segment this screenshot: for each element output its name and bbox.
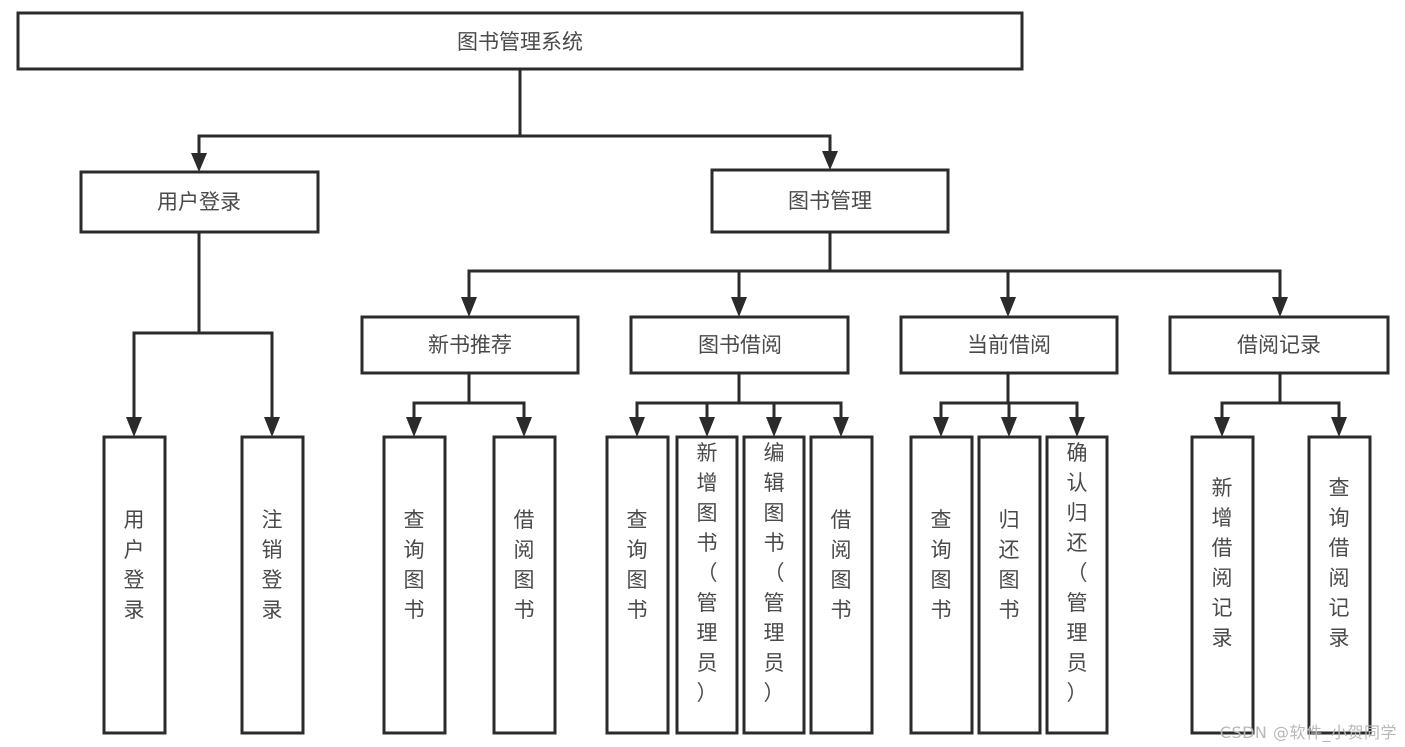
leaf-book-borrow-borrow[interactable]: 借阅图书 [809, 435, 874, 735]
leaf-book-borrow-edit[interactable]: 编辑图书（管理员） [742, 435, 806, 735]
csdn-watermark: CSDN @软件_小贺同学 [1219, 723, 1397, 742]
connector-new-book-to-leaves [406, 371, 532, 437]
leaf-borrow-record-query[interactable]: 查询借阅记录 [1307, 435, 1372, 735]
node-user-login[interactable]: 用户登录 [79, 170, 320, 234]
connector-book-borrow-to-leaves [629, 371, 849, 437]
leaf-book-borrow-borrow-label: 借阅图书 [831, 508, 852, 622]
node-current-borrow-label: 当前借阅 [967, 333, 1051, 357]
leaf-borrow-record-add[interactable]: 新增借阅记录 [1190, 435, 1255, 735]
leaf-user-login-logout[interactable]: 注销登录 [240, 435, 305, 735]
node-root-label: 图书管理系统 [457, 30, 583, 54]
leaf-new-book-borrow-label: 借阅图书 [514, 508, 535, 622]
leaf-current-borrow-confirm[interactable]: 确认归还（管理员） [1045, 435, 1109, 735]
leaf-book-borrow-add[interactable]: 新增图书（管理员） [675, 435, 739, 735]
leaf-current-borrow-query[interactable]: 查询图书 [909, 435, 974, 735]
connector-book-mgmt-to-level3 [461, 230, 1288, 317]
leaf-user-login-logout-label: 注销登录 [262, 508, 283, 622]
node-book-borrow[interactable]: 图书借阅 [629, 315, 850, 375]
node-book-borrow-label: 图书借阅 [698, 333, 782, 357]
connector-user-login-to-leaves [126, 230, 280, 437]
node-borrow-record[interactable]: 借阅记录 [1168, 315, 1390, 375]
node-root[interactable]: 图书管理系统 [16, 11, 1024, 71]
leaf-current-borrow-query-label: 查询图书 [931, 508, 952, 622]
leaf-book-borrow-edit-label: 编辑图书（管理员） [764, 441, 785, 705]
node-book-management[interactable]: 图书管理 [710, 168, 950, 234]
leaf-new-book-query-label: 查询图书 [404, 508, 425, 622]
node-book-management-label: 图书管理 [788, 189, 872, 213]
connector-borrow-record-to-leaves [1214, 371, 1347, 437]
leaf-user-login-login-label: 用户登录 [124, 508, 145, 622]
node-borrow-record-label: 借阅记录 [1237, 333, 1321, 357]
connector-root-to-level2 [191, 67, 838, 172]
leaf-new-book-borrow[interactable]: 借阅图书 [492, 435, 557, 735]
leaf-book-borrow-add-label: 新增图书（管理员） [697, 441, 718, 705]
leaf-current-borrow-confirm-label: 确认归还（管理员） [1067, 441, 1088, 705]
leaf-current-borrow-return[interactable]: 归还图书 [977, 435, 1042, 735]
node-new-book-recommend-label: 新书推荐 [428, 333, 512, 357]
leaf-book-borrow-query-label: 查询图书 [627, 508, 648, 622]
node-new-book-recommend[interactable]: 新书推荐 [360, 315, 580, 375]
connector-current-borrow-to-leaves [933, 371, 1085, 437]
node-user-login-label: 用户登录 [157, 190, 241, 214]
leaf-user-login-login[interactable]: 用户登录 [102, 435, 167, 735]
leaf-borrow-record-query-label: 查询借阅记录 [1329, 476, 1350, 650]
node-current-borrow[interactable]: 当前借阅 [899, 315, 1119, 375]
leaf-borrow-record-add-label: 新增借阅记录 [1212, 476, 1233, 650]
leaf-current-borrow-return-label: 归还图书 [999, 508, 1020, 622]
leaf-new-book-query[interactable]: 查询图书 [382, 435, 447, 735]
leaf-book-borrow-query[interactable]: 查询图书 [605, 435, 670, 735]
